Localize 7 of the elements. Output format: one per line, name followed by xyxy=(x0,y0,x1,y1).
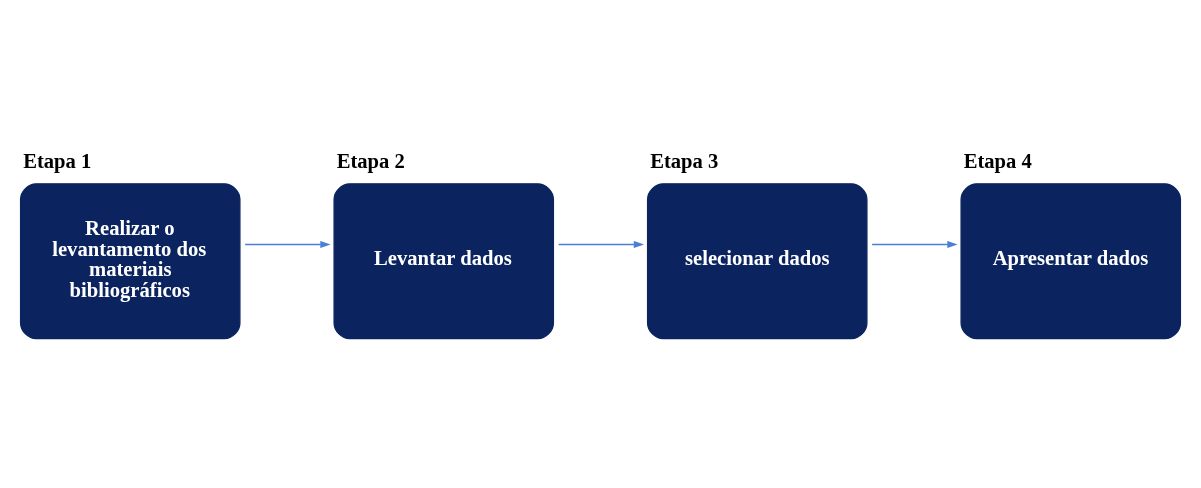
node-label: Etapa 3 xyxy=(650,149,719,172)
arrow xyxy=(871,240,958,248)
arrow xyxy=(244,240,331,248)
node-label: Etapa 4 xyxy=(963,149,1032,172)
node-label: Etapa 1 xyxy=(23,149,92,172)
arrow xyxy=(557,240,645,248)
node-label: Etapa 2 xyxy=(336,149,405,172)
